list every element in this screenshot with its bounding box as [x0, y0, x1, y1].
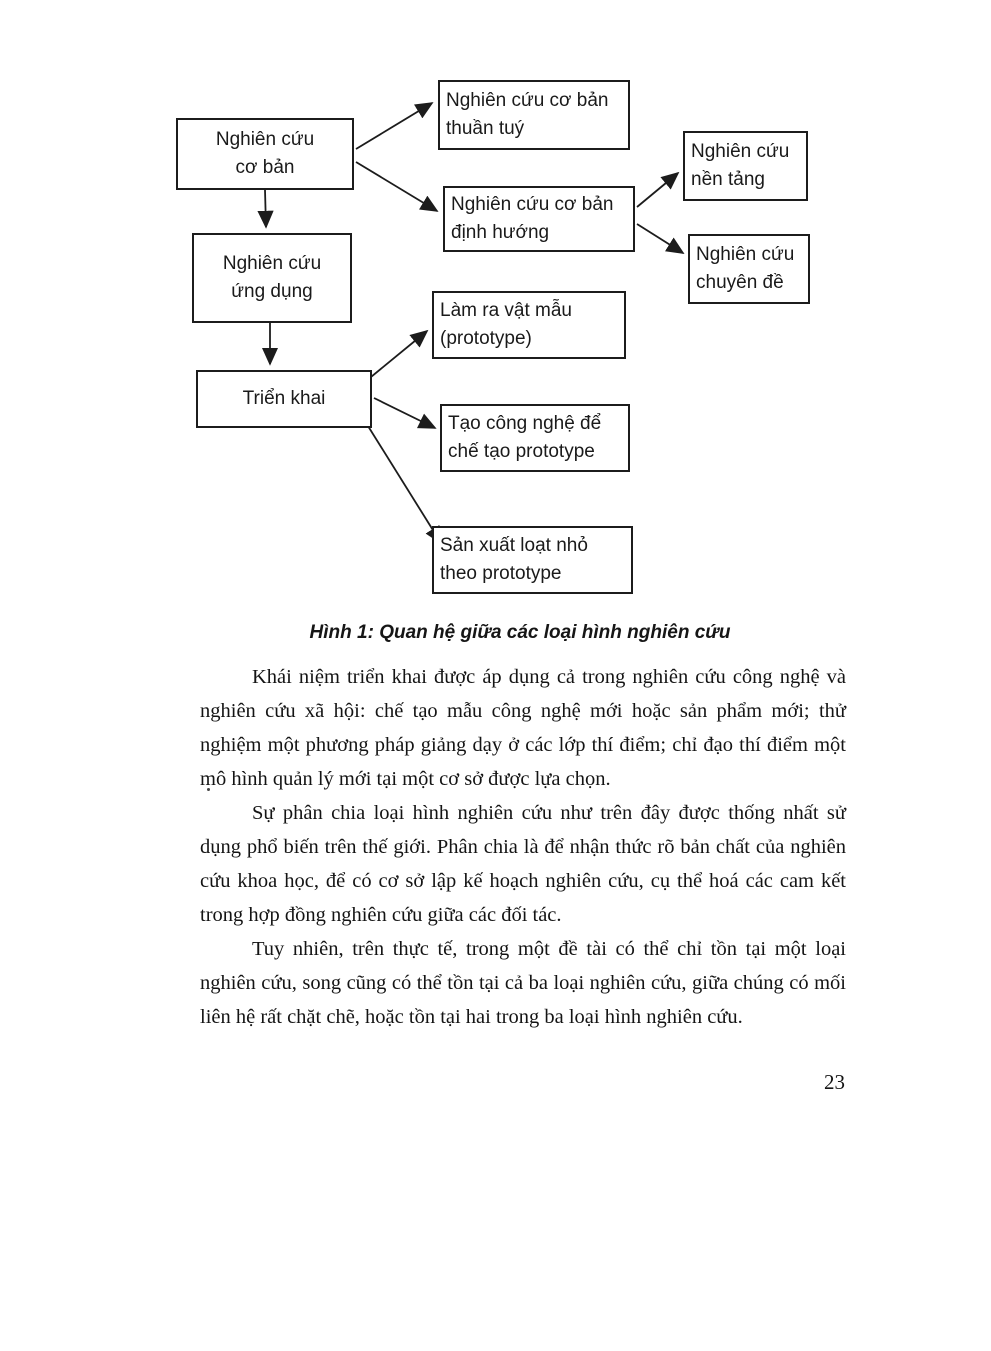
figure-caption-text: Quan hệ giữa các loại hình nghiên cứu	[373, 622, 731, 643]
arrow-coban-to-ungdung	[257, 189, 274, 229]
paragraph: Sự phân chia loại hình nghiên cứu như tr…	[200, 802, 846, 926]
arrow-trienkhai-to-sanxuat	[357, 409, 442, 545]
scan-artifact-dot	[207, 788, 210, 791]
figure-caption-label: Hình 1:	[309, 622, 374, 643]
node-san-xuat-loat-nho: Sản xuất loạt nhỏ theo prototype	[432, 526, 633, 594]
node-tao-cong-nghe: Tạo công nghệ để chế tạo prototype	[440, 404, 630, 472]
node-nc-co-ban-dinh-huong: Nghiên cứu cơ bản định hướng	[443, 186, 635, 252]
node-nghien-cuu-ung-dung: Nghiên cứu ứng dụng	[192, 233, 352, 323]
figure-caption: Hình 1: Quan hệ giữa các loại hình nghiê…	[140, 622, 900, 644]
node-lam-ra-vat-mau: Làm ra vật mẫu (prototype)	[432, 291, 626, 359]
node-nghien-cuu-co-ban: Nghiên cứu cơ bản	[176, 118, 354, 190]
node-trien-khai: Triển khai	[196, 370, 372, 428]
arrow-coban-to-dinhhuong	[355, 161, 439, 212]
arrow-dinhhuong-to-chuyende	[636, 223, 685, 254]
paragraph: Tuy nhiên, trên thực tế, trong một đề tà…	[200, 938, 846, 1028]
node-nc-co-ban-thuan-tuy: Nghiên cứu cơ bản thuần tuý	[438, 80, 630, 150]
arrow-coban-to-thuantuy	[355, 102, 434, 150]
node-nc-chuyen-de: Nghiên cứu chuyên đề	[688, 234, 810, 304]
arrow-trienkhai-to-congnghe	[373, 397, 437, 429]
body-text: Khái niệm triển khai được áp dụng cả tro…	[200, 660, 846, 1034]
node-nc-nen-tang: Nghiên cứu nền tảng	[683, 131, 808, 201]
paragraph: Khái niệm triển khai được áp dụng cả tro…	[200, 666, 846, 790]
page-number: 23	[824, 1070, 845, 1094]
research-types-diagram: Nghiên cứu cơ bản Nghiên cứu ứng dụng Tr…	[0, 0, 991, 612]
arrow-dinhhuong-to-nentang	[636, 171, 680, 208]
